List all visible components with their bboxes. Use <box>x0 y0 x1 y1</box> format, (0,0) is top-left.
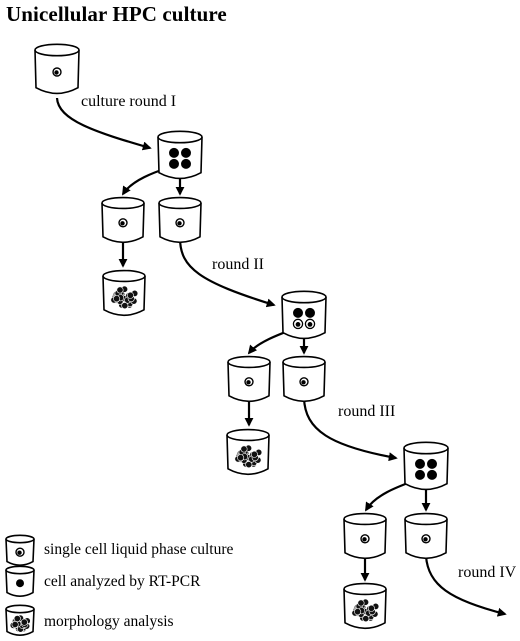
legend-label-single-cell: single cell liquid phase culture <box>44 541 234 558</box>
dish-round3-result <box>403 441 449 491</box>
round-label-3: round III <box>338 403 395 420</box>
dish-round3-left <box>343 512 387 560</box>
dish-round1-colony <box>102 269 146 317</box>
dish-round2-result <box>281 290 327 340</box>
round-label-1: culture round I <box>81 93 176 110</box>
dish-start <box>34 43 80 95</box>
legend-label-morphology: morphology analysis <box>44 613 174 630</box>
arrow-round-1 <box>55 97 152 151</box>
dish-round3-right <box>404 512 448 560</box>
colony-dish-icon <box>5 604 35 636</box>
dish-round2-colony <box>226 428 270 476</box>
dish-round1-right <box>158 196 202 244</box>
arrow-round-3 <box>302 397 398 462</box>
dish-round1-result <box>157 130 203 180</box>
single-cell-dish-icon <box>5 534 35 566</box>
round-label-2: round II <box>212 256 264 273</box>
dish-round2-left <box>227 355 271 403</box>
dish-round3-colony <box>343 582 387 630</box>
round-label-4: round IV <box>458 564 517 581</box>
legend-label-rtpcr: cell analyzed by RT-PCR <box>44 573 201 590</box>
arrow-round-2 <box>178 237 276 308</box>
arrow-round-4 <box>424 555 507 617</box>
dish-round1-left <box>101 196 145 244</box>
dish-round2-right <box>282 355 326 403</box>
rtpcr-cell-dish-icon <box>5 565 35 597</box>
diagram-title: Unicellular HPC culture <box>6 2 227 26</box>
